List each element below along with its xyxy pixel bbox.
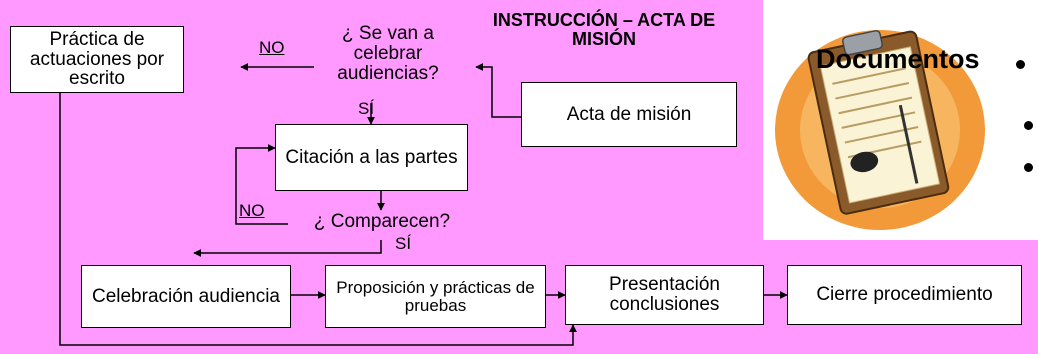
- node-acta-mision: Acta de misión: [521, 82, 737, 147]
- edge-label-si-celebracion: SÍ: [395, 234, 412, 253]
- arrow-si-to-celebracion: [193, 240, 382, 257]
- node-cierre: Cierre procedimiento: [787, 265, 1022, 325]
- arrow-acta-to-question: [475, 63, 521, 118]
- node-proposicion: Proposición y prácticas de pruebas: [325, 265, 546, 328]
- edge-label-no-escrito: NO: [259, 38, 285, 57]
- node-practica-escrito: Práctica de actuaciones por escrito: [10, 26, 184, 93]
- clipboard-document-icon: [763, 0, 1038, 240]
- node-presentacion: Presentación conclusiones: [565, 265, 764, 325]
- documentos-heading: Documentos: [816, 44, 980, 74]
- diagram-title: INSTRUCCIÓN – ACTA DE MISIÓN: [492, 10, 716, 49]
- edge-label-si-citacion: SÍ: [358, 99, 375, 118]
- edge-label-no-loop: NO: [239, 201, 265, 220]
- node-question-audiencias: ¿ Se van a celebrar audiencias?: [337, 23, 439, 84]
- node-celebracion: Celebración audiencia: [81, 265, 291, 328]
- bullet-1: [1016, 60, 1025, 69]
- bullet-3: [1024, 163, 1033, 172]
- arrow-escrito-to-presentacion: [59, 93, 577, 346]
- node-question-comparecen: ¿ Comparecen?: [313, 211, 451, 232]
- bullet-2: [1024, 121, 1033, 130]
- arrow-no-loop-to-citacion: [235, 144, 288, 225]
- node-citacion: Citación a las partes: [275, 124, 468, 191]
